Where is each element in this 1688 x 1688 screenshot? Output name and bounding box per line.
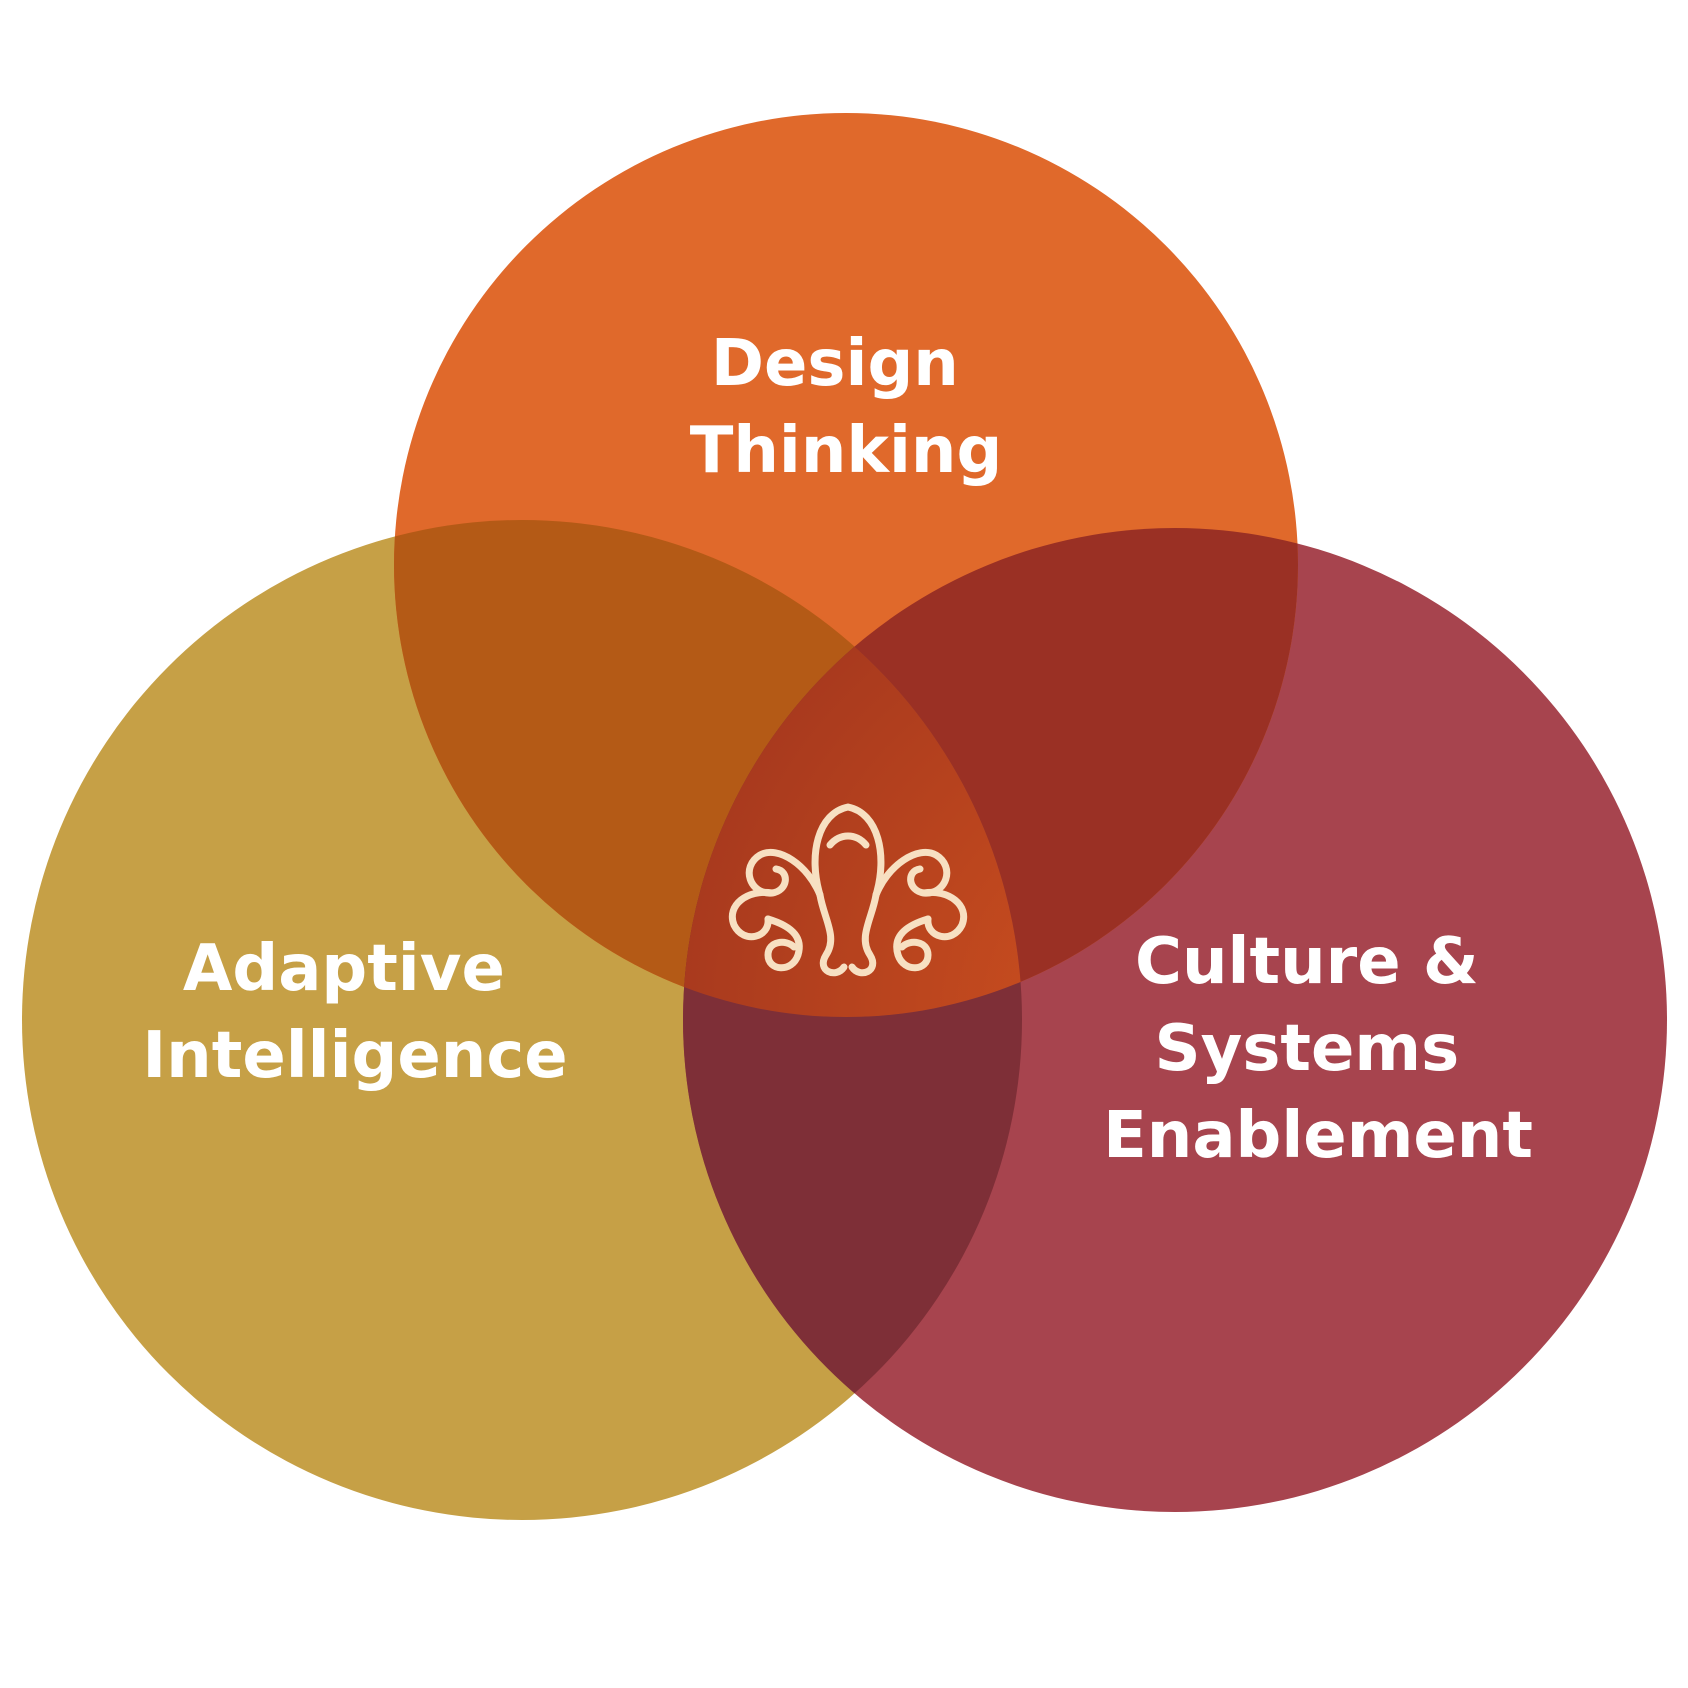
label-culture-systems-line2: Systems (1155, 1012, 1460, 1086)
label-design-thinking: Design Thinking (690, 327, 1003, 488)
label-adaptive-intelligence-line2: Intelligence (142, 1019, 567, 1093)
knot-emblem-icon (728, 803, 968, 977)
label-adaptive-intelligence-line1: Adaptive (183, 932, 505, 1006)
label-culture-systems-enablement: Culture & Systems Enablement (1103, 925, 1533, 1173)
label-culture-systems-line3: Enablement (1103, 1099, 1533, 1173)
label-design-thinking-line2: Thinking (690, 414, 1003, 488)
overlap-center (683, 528, 1022, 1017)
label-adaptive-intelligence: Adaptive Intelligence (142, 932, 567, 1093)
label-design-thinking-line1: Design (711, 327, 959, 401)
label-culture-systems-line1: Culture & (1135, 925, 1479, 999)
